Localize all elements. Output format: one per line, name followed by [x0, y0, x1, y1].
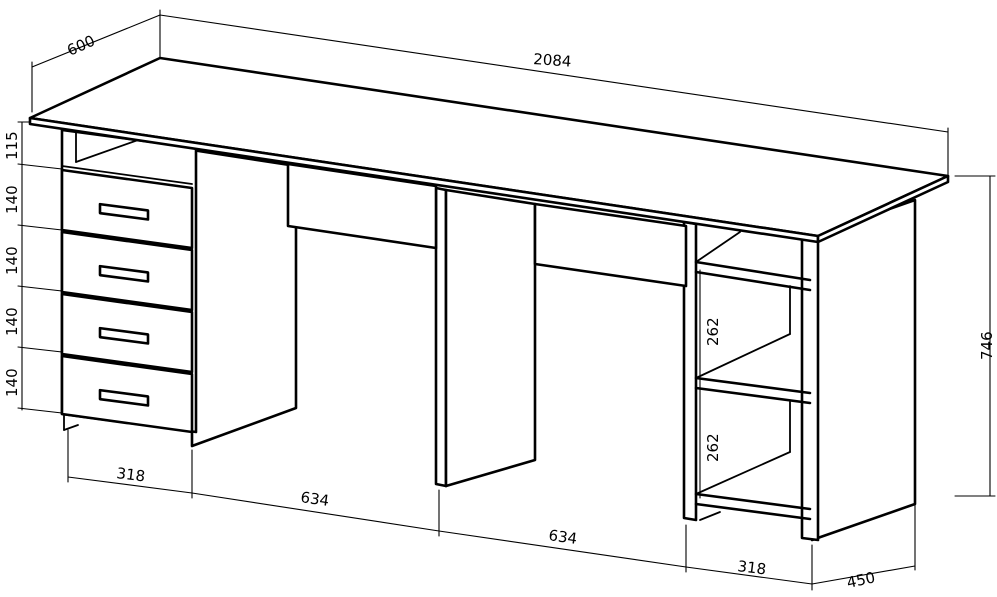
- desk-body: [28, 56, 950, 542]
- dim-knee-left: 634: [299, 488, 330, 510]
- right-shelf-2: [694, 376, 812, 395]
- dim-width-total: 2084: [533, 50, 572, 71]
- dim-knee-right: 634: [547, 526, 578, 548]
- dim-drawer-4: 140: [3, 368, 21, 397]
- dimension-lines: [17, 9, 996, 591]
- dimension-labels: 600 2084 115 140 140 140 140 262 262 746…: [3, 32, 996, 592]
- dim-drawer-3: 140: [3, 307, 21, 336]
- modesty-panel-right: [533, 202, 688, 288]
- dim-depth-top: 600: [64, 32, 97, 60]
- dim-shelf-upper: 262: [704, 317, 722, 346]
- right-shelf-1: [694, 260, 812, 282]
- drawer-handle-1: [98, 202, 150, 221]
- dim-shelf-lower: 262: [704, 433, 722, 462]
- drawer-handle-4: [98, 388, 150, 407]
- dim-top-gap: 115: [3, 131, 21, 160]
- right-pedestal-right-panel: [800, 236, 820, 542]
- middle-support-side: [444, 188, 537, 488]
- right-shelf-3: [694, 492, 812, 511]
- dim-pedestal-left: 318: [116, 464, 147, 485]
- dim-pedestal-right: 318: [737, 557, 768, 578]
- dim-drawer-1: 140: [3, 185, 21, 214]
- tabletop-side-edge: [816, 174, 950, 244]
- middle-support-front: [434, 186, 448, 488]
- dim-height-total: 746: [978, 331, 996, 360]
- right-pedestal-side: [810, 198, 917, 542]
- drawer-handle-3: [98, 326, 150, 345]
- dim-drawer-2: 140: [3, 246, 21, 275]
- dim-pedestal-right-depth: 450: [845, 568, 877, 592]
- drawer-handle-2: [98, 264, 150, 283]
- left-inner-support: [190, 148, 298, 448]
